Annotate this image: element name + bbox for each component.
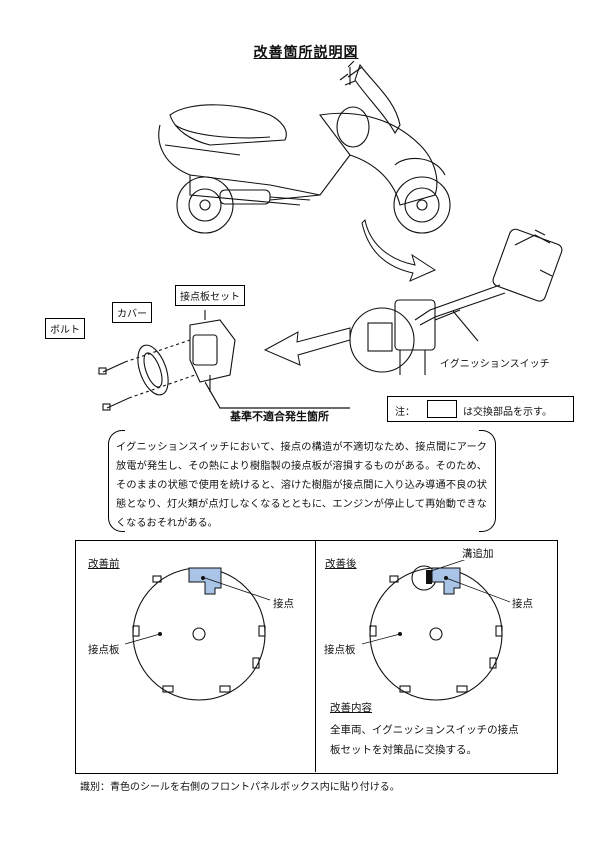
after-disc-diagram	[362, 560, 511, 701]
panel-divider	[315, 540, 316, 772]
before-plate-label: 接点板	[88, 644, 120, 656]
note-box	[387, 396, 574, 422]
page-title: 改善箇所説明図	[253, 45, 359, 61]
note-suffix: は交換部品を示す。	[463, 407, 552, 418]
ignition-switch-illustration	[349, 228, 563, 375]
nonconformity-label: 基準不適合発生箇所	[230, 410, 329, 423]
before-contact-label: 接点	[273, 598, 294, 610]
description-text: イグニッションスイッチにおいて、接点の構造が不適切なため、接点間にアーク放電が発…	[116, 442, 487, 529]
content-heading: 改善内容	[330, 702, 372, 714]
note-prefix: 注：	[395, 407, 415, 418]
before-disc-diagram	[125, 567, 271, 701]
comparison-panel	[75, 540, 558, 774]
content-line-1: 全車両、イグニッションスイッチの接点	[330, 724, 519, 736]
identification-note: 識別：青色のシールを右側のフロントパネルボックス内に貼り付ける。	[80, 782, 400, 793]
content-text: 全車両、イグニッションスイッチの接点 板セットを対策品に交換する。	[330, 720, 545, 760]
exploded-parts-illustration	[98, 310, 236, 411]
scooter-illustration	[158, 60, 451, 234]
ignition-switch-label: イグニッションスイッチ	[440, 359, 550, 370]
before-heading: 改善前	[88, 558, 120, 570]
nonconformity-leader	[205, 381, 350, 409]
arrow-left-icon	[263, 327, 351, 366]
replacement-part-swatch	[427, 400, 457, 418]
after-contact-label: 接点	[512, 598, 533, 610]
bolt-label: ボルト	[45, 318, 85, 339]
after-plate-label: 接点板	[324, 644, 356, 656]
after-groove-label: 溝追加	[462, 548, 494, 560]
cover-label: カバー	[112, 302, 152, 323]
contact-plate-set-label: 接点板セット	[175, 285, 245, 306]
after-heading: 改善後	[325, 558, 357, 570]
content-line-2: 板セットを対策品に交換する。	[330, 744, 477, 756]
arrow-down-right-icon	[361, 218, 437, 282]
